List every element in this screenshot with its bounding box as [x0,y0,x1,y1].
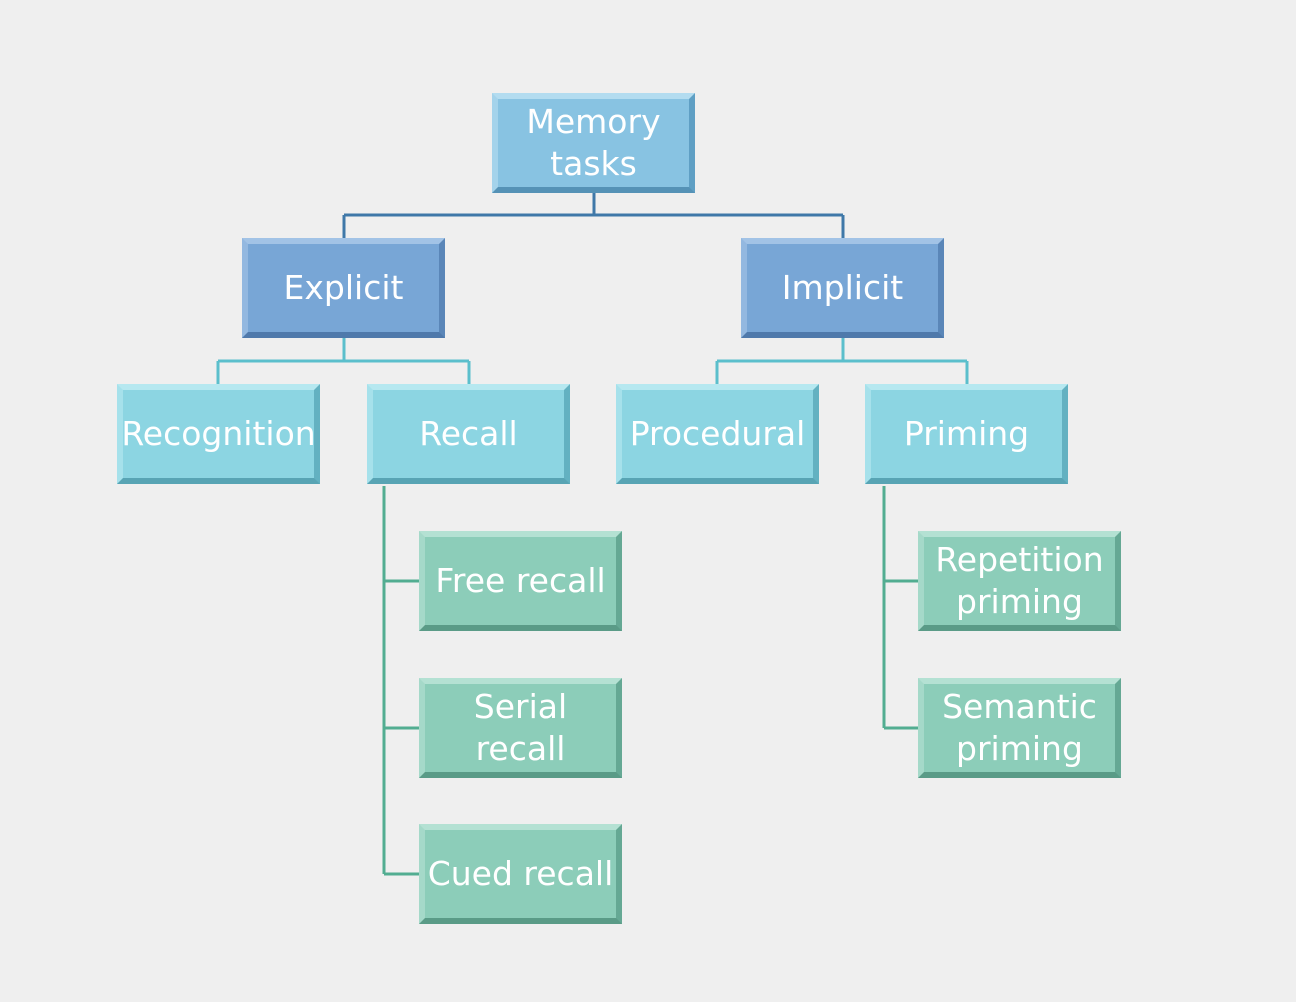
node-cued-recall-label: Cued recall [427,854,614,893]
node-free-recall-label: Free recall [435,561,606,600]
node-semantic-priming-label: Semantic priming [942,687,1097,768]
connector-implicit-to-children [715,338,969,384]
node-recall: Recall [367,384,570,484]
node-explicit: Explicit [242,238,445,338]
node-repetition-priming: Repetition priming [918,531,1121,631]
node-recall-label: Recall [419,414,518,453]
node-procedural: Procedural [616,384,819,484]
node-cued-recall: Cued recall [419,824,622,924]
node-repetition-priming-label: Repetition priming [935,540,1104,621]
node-semantic-priming: Semantic priming [918,678,1121,778]
node-priming-label: Priming [903,414,1030,453]
connector-root-to-level1 [342,193,845,238]
node-recognition-label: Recognition [121,414,316,453]
connector-explicit-to-children [216,338,471,384]
connector-priming-to-subitems [882,486,918,730]
node-serial-recall-label: Serial recall [473,687,568,768]
node-procedural-label: Procedural [629,414,806,453]
node-priming: Priming [865,384,1068,484]
node-serial-recall: Serial recall [419,678,622,778]
node-implicit: Implicit [741,238,944,338]
node-explicit-label: Explicit [283,268,404,307]
node-implicit-label: Implicit [781,268,904,307]
node-recognition: Recognition [117,384,320,484]
node-free-recall: Free recall [419,531,622,631]
node-memory-tasks-label: Memory tasks [526,102,661,183]
node-memory-tasks: Memory tasks [492,93,695,193]
connector-recall-to-subitems [382,486,419,876]
